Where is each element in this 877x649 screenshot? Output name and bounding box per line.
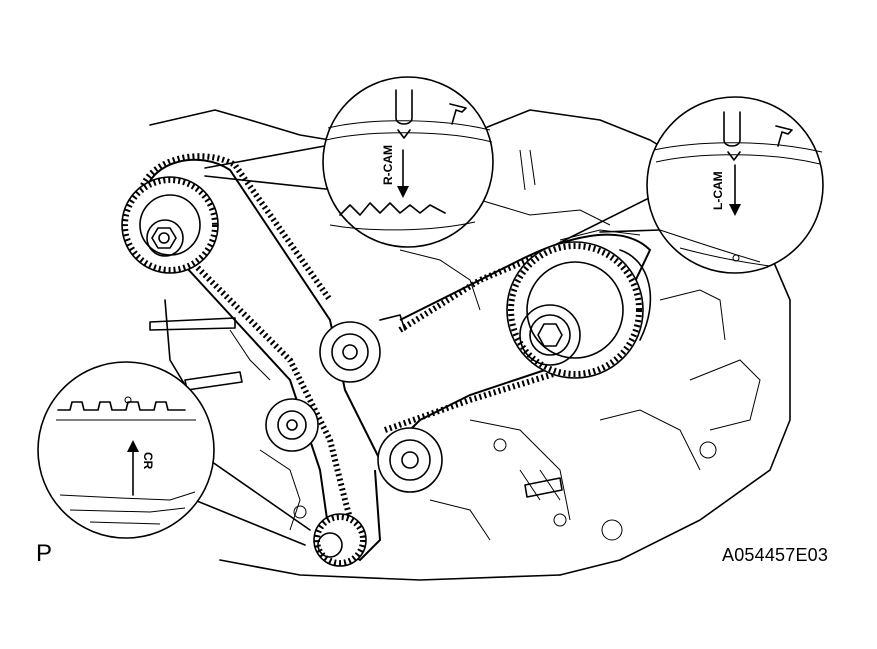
figure-id: A054457E03 bbox=[722, 545, 829, 565]
right-cam-mark-label: R-CAM bbox=[381, 145, 395, 185]
idler-pulley-upper bbox=[319, 314, 406, 383]
callout-right-cam: R-CAM bbox=[322, 76, 494, 248]
callout-crank: CR bbox=[37, 361, 215, 539]
engine-block-outline bbox=[149, 109, 791, 581]
crank-mark-label: CR bbox=[141, 452, 155, 470]
idler-pulley-lower bbox=[377, 427, 443, 493]
left-cam-mark-label: L-CAM bbox=[711, 171, 725, 210]
panel-label: P bbox=[36, 540, 53, 567]
left-camshaft-pulley bbox=[506, 241, 652, 379]
right-camshaft-pulley bbox=[121, 176, 219, 274]
belt-tensioner bbox=[265, 398, 319, 452]
crankshaft-pulley bbox=[313, 513, 367, 567]
callout-left-cam: L-CAM bbox=[646, 96, 824, 274]
